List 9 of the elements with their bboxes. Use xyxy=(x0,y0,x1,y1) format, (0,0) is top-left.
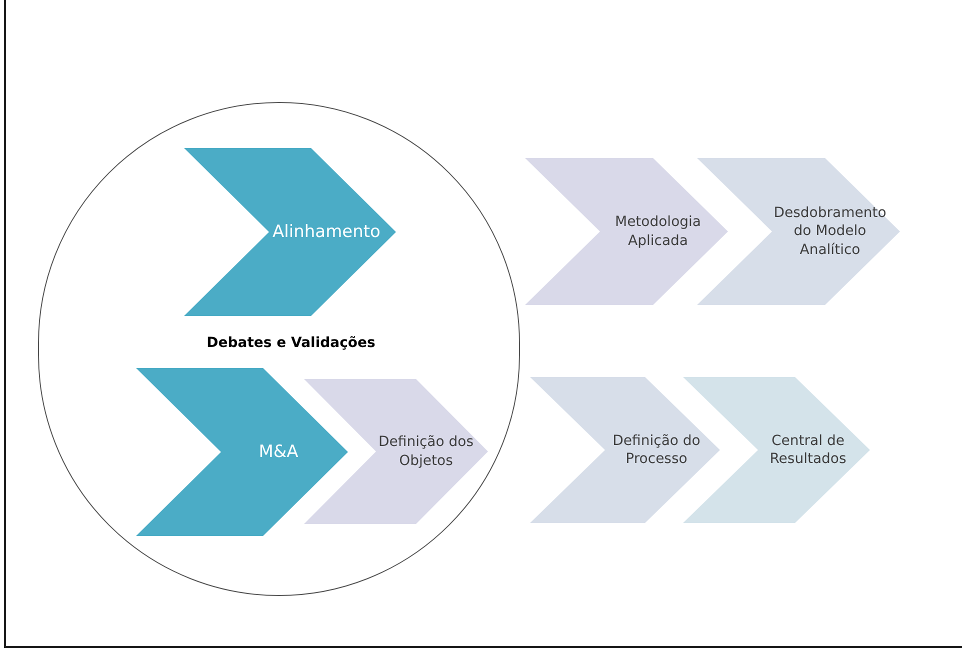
step-label: Alinhamento xyxy=(272,220,382,244)
step-label: Definição dos Objetos xyxy=(377,433,474,470)
step-label: Metodologia Aplicada xyxy=(614,213,702,250)
step-label: Central de Resultados xyxy=(768,432,848,468)
step-label: Definição do Processo xyxy=(612,432,702,468)
circle-outline xyxy=(38,102,520,596)
step-label: M&A xyxy=(258,440,300,464)
group-title: Debates e Validações xyxy=(206,334,376,353)
step-label: Desdobramento do Modelo Analítico xyxy=(772,204,888,259)
